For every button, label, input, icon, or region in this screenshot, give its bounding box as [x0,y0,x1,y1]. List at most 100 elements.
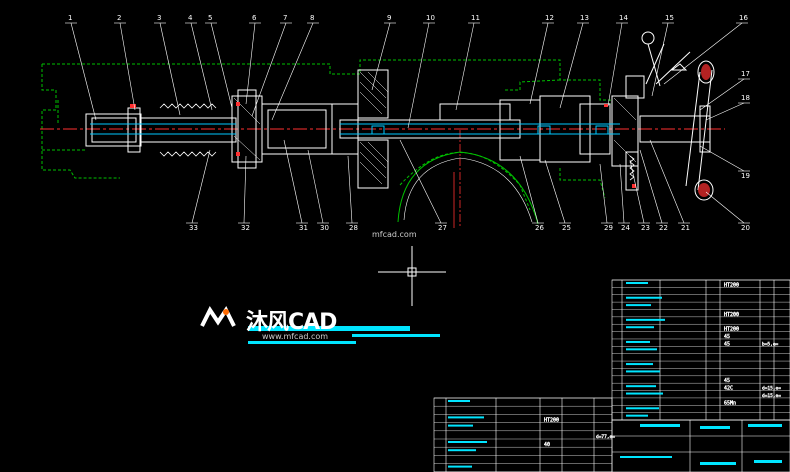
balloon-16: 16 [739,14,748,22]
bom-partname-bar [626,340,650,343]
bom-material: 45 [724,378,730,384]
balloon-13: 13 [580,14,589,22]
bom-partname-bar [448,424,473,427]
crosshair-cursor [378,246,446,306]
section-hatching [233,71,637,185]
bom-material: 42C [724,386,733,392]
leader-22 [639,149,663,224]
bom-partname-bar [626,348,657,351]
leader-13 [559,22,584,109]
balloon-6: 6 [252,14,257,22]
balloon-31: 31 [299,224,308,232]
balloon-32: 32 [241,224,250,232]
balloon-15: 15 [665,14,674,22]
leader-15 [651,22,669,97]
balloon-10: 10 [426,14,435,22]
handwheel-hatch [698,64,711,197]
bom-note: d=15,e= [762,393,781,399]
balloon-26: 26 [535,224,544,232]
balloon-1: 1 [68,14,73,22]
bom-material: 45 [724,334,730,340]
leader-19 [699,145,745,172]
title-block [611,419,790,472]
leader-33 [191,149,211,224]
gear-arc [397,151,539,225]
balloon-4: 4 [188,14,193,22]
leader-6 [245,22,256,105]
balloon-33: 33 [189,224,198,232]
gear-teeth [403,157,533,223]
bom-note: b=5,e= [762,341,779,347]
leader-28 [347,155,353,224]
title-block-bars [620,424,782,465]
leader-10 [407,22,430,129]
leader-12 [529,22,549,105]
bom-material: 40 [544,442,550,448]
bom-partname-bar [626,407,659,410]
bom-left-rows: HT200 40 d=77,e= [434,397,615,472]
spring [159,103,635,181]
watermark-bars [248,326,440,344]
bom-material: 45 [724,341,730,347]
balloon-30: 30 [320,224,329,232]
bom-partname-bar [448,449,476,452]
balloon-23: 23 [641,224,650,232]
bom-partname-bar [626,296,662,299]
leader-32 [243,155,247,224]
leader-2 [119,22,136,111]
balloon-5: 5 [208,14,213,22]
bom-partname-bar [448,465,472,468]
balloon-11: 11 [471,14,480,22]
watermark-small-url: mfcad.com [372,230,417,239]
leader-21 [649,139,685,224]
shaft-assembly [85,69,711,191]
watermark-brand: 沐风CAD [246,310,337,335]
leader-27 [399,139,442,224]
leader-1 [70,22,97,121]
balloon-17: 17 [741,70,750,78]
balloon-20: 20 [741,224,750,232]
bom-partname-bar [448,400,470,402]
bom-material: HT200 [724,327,739,333]
balloon-3: 3 [157,14,162,22]
leader-3 [159,22,181,116]
bom-partname-bar [626,385,656,388]
balloon-27: 27 [438,224,447,232]
bom-right-rows: HT200HT200HT20045454542C65Mnb=5,e=d=15,e… [612,279,790,421]
balloon-14: 14 [619,14,628,22]
balloon-12: 12 [545,14,554,22]
bom-partname-bar [448,416,484,419]
leader-4 [190,22,213,111]
bom-material: HT200 [544,418,559,424]
bom-partname-bar [626,326,654,329]
leader-25 [544,159,566,224]
bearing-details [90,123,620,135]
leader-17 [699,78,745,111]
balloon-24: 24 [621,224,630,232]
bom-note: d=15,e= [762,386,781,392]
leader-9 [371,22,391,91]
bom-partname-bar [626,282,648,284]
accent-marks [130,102,636,188]
leader-lines [65,22,750,224]
leader-16 [663,22,743,85]
balloon-19: 19 [741,172,750,180]
bom-material: 65Mn [724,400,736,406]
leader-23 [629,159,645,224]
balloon-28: 28 [349,224,358,232]
balloon-22: 22 [659,224,668,232]
balloon-29: 29 [604,224,613,232]
leader-30 [307,149,324,224]
leader-24 [619,163,625,224]
bom-material: HT200 [724,312,739,318]
bom-partname-bar [626,392,663,395]
bom-note: d=77,e= [596,434,615,440]
balloon-18: 18 [741,94,750,102]
leader-29 [599,163,608,224]
watermark-url: www.mfcad.com [262,332,329,341]
leader-5 [210,22,233,109]
leader-8 [271,22,314,121]
balloon-8: 8 [310,14,315,22]
leader-26 [519,155,539,224]
